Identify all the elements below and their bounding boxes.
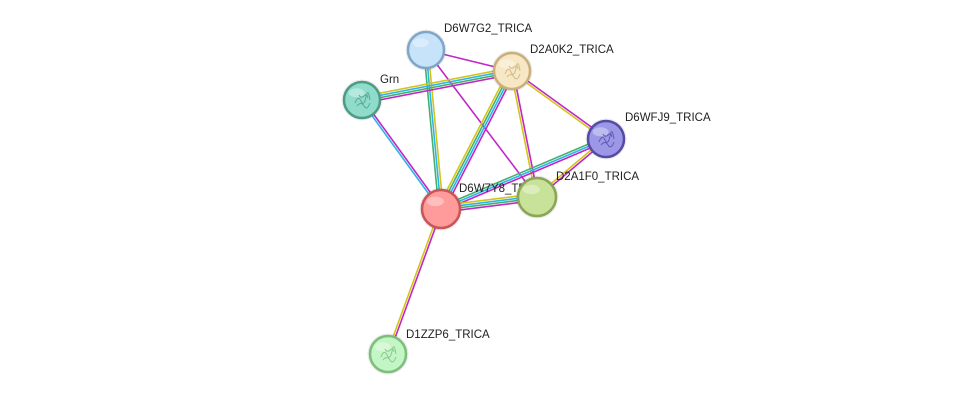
node-circle[interactable] (492, 51, 532, 91)
node-shadow (491, 50, 533, 92)
node-highlight (592, 127, 609, 137)
node-highlight (498, 59, 515, 69)
node-D2A0K2_TRICA[interactable] (491, 50, 533, 92)
edge-evidence-line (512, 70, 539, 197)
protein-structure-icon (380, 346, 397, 363)
node-highlight (412, 38, 429, 48)
node-D6W7Y8_TRICA[interactable] (419, 187, 463, 231)
edge-evidence-line (388, 209, 443, 355)
edge-evidence-line (510, 71, 537, 198)
edge-D6W7G2_TRICA-D6W7Y8_TRICA[interactable] (423, 49, 444, 210)
node-shadow (585, 118, 627, 160)
node-highlight (426, 196, 444, 207)
edge-evidence-line (427, 49, 444, 209)
edge-evidence-line (437, 69, 510, 208)
node-label-D1ZZP6_TRICA: D1ZZP6_TRICA (406, 329, 490, 341)
node-highlight (374, 342, 391, 352)
node-shadow (341, 79, 383, 121)
protein-structure-icon (504, 63, 521, 80)
edge-evidence-line (441, 71, 514, 210)
node-highlight (522, 184, 540, 195)
edge-D2A0K2_TRICA-D6W7Y8_TRICA[interactable] (437, 69, 516, 211)
protein-structure-icon (354, 92, 371, 109)
edge-evidence-line (440, 138, 607, 210)
node-circle[interactable] (420, 188, 462, 230)
edge-D6W7Y8_TRICA-D1ZZP6_TRICA[interactable] (386, 208, 443, 355)
node-label-Grn: Grn (380, 74, 399, 86)
edge-D2A0K2_TRICA-D6WFJ9_TRICA[interactable] (510, 69, 608, 141)
edge-evidence-line (362, 71, 513, 102)
edge-D6WFJ9_TRICA-D6W7Y8_TRICA[interactable] (439, 136, 608, 212)
edge-evidence-line (386, 208, 441, 354)
node-shadow (405, 29, 447, 71)
edge-evidence-line (512, 69, 608, 139)
edge-evidence-line (439, 136, 606, 208)
protein-structure-icon (598, 131, 615, 148)
node-shadow (419, 187, 463, 231)
node-highlight (348, 88, 365, 98)
node-label-D6WFJ9_TRICA: D6WFJ9_TRICA (625, 112, 711, 124)
node-D2A1F0_TRICA[interactable] (515, 175, 559, 219)
edge-Grn-D6W7Y8_TRICA[interactable] (360, 98, 443, 211)
node-label-D6W7G2_TRICA: D6W7G2_TRICA (444, 23, 533, 35)
node-circle[interactable] (368, 334, 408, 374)
node-circle[interactable] (342, 80, 382, 120)
node-circle[interactable] (586, 119, 626, 159)
node-circle[interactable] (516, 176, 558, 218)
node-shadow (367, 333, 409, 375)
edge-D2A0K2_TRICA-D2A1F0_TRICA[interactable] (510, 70, 539, 198)
nodes-layer (341, 29, 627, 375)
edge-evidence-line (361, 66, 512, 98)
edge-evidence-line (362, 73, 513, 105)
node-D1ZZP6_TRICA[interactable] (367, 333, 409, 375)
node-Grn[interactable] (341, 79, 383, 121)
edge-Grn-D2A0K2_TRICA[interactable] (361, 66, 513, 105)
node-D6WFJ9_TRICA[interactable] (585, 118, 627, 160)
edge-evidence-line (443, 72, 516, 211)
edge-evidence-line (362, 98, 443, 209)
edge-evidence-line (423, 50, 440, 210)
node-shadow (515, 175, 559, 219)
edge-evidence-line (425, 49, 442, 210)
node-D6W7G2_TRICA[interactable] (405, 29, 447, 71)
edge-evidence-line (360, 100, 441, 211)
edge-evidence-line (439, 70, 512, 209)
edge-evidence-line (441, 140, 608, 212)
edge-evidence-line (510, 71, 606, 141)
node-label-D2A1F0_TRICA: D2A1F0_TRICA (556, 171, 639, 183)
edges-layer (360, 49, 608, 355)
node-label-D2A0K2_TRICA: D2A0K2_TRICA (530, 44, 614, 56)
edge-evidence-line (361, 69, 512, 100)
node-circle[interactable] (406, 30, 446, 70)
